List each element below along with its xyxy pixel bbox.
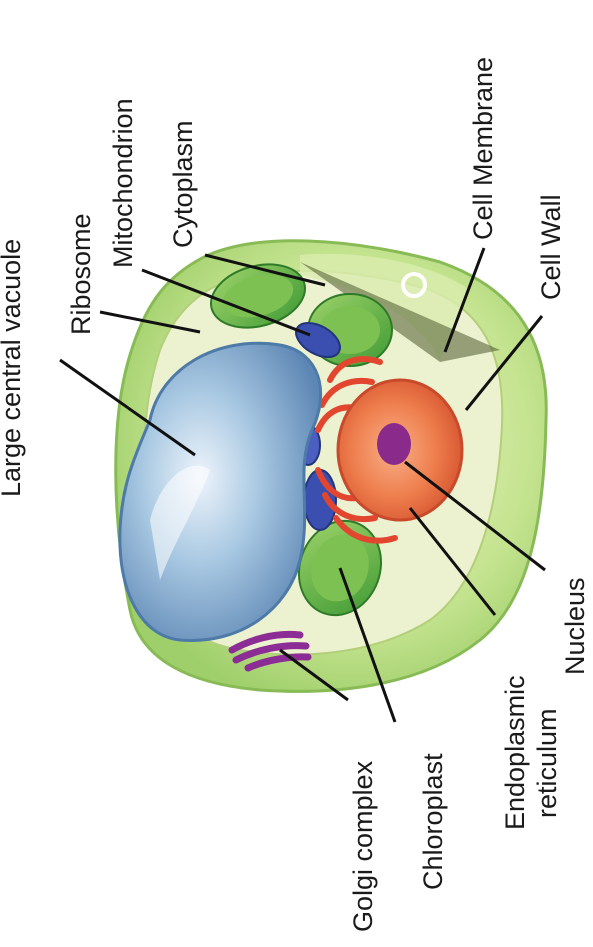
label-cytoplasm: Cytoplasm [168,120,198,248]
label-mitochondrion: Mitochondrion [108,98,138,268]
label-golgi-complex: Golgi complex [348,760,378,932]
label-endoplasmic-line2: reticulum [532,708,562,818]
label-cell-wall: Cell Wall [536,194,566,300]
label-chloroplast: Chloroplast [418,753,448,890]
label-endoplasmic-line1: Endoplasmic [500,675,530,830]
label-large-central-vacuole: Large central vacuole [0,239,26,497]
nucleus-shape [338,380,462,520]
label-nucleus: Nucleus [560,577,590,675]
label-ribosome: Ribosome [66,213,96,335]
label-cell-membrane: Cell Membrane [468,57,498,240]
